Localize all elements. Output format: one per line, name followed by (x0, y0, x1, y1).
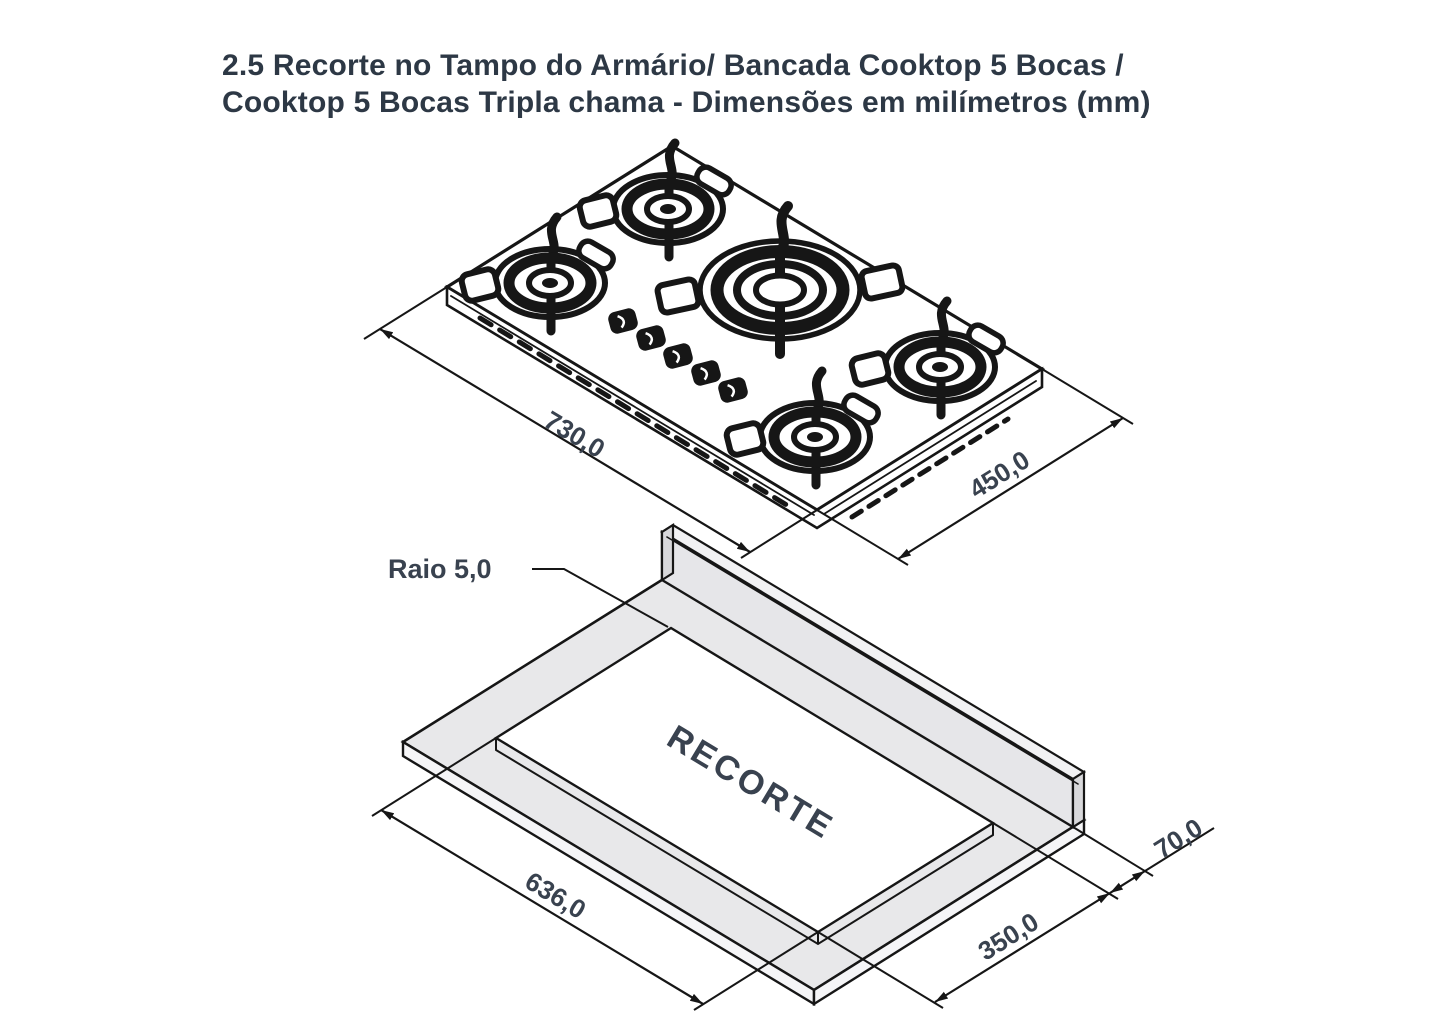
extension-line (816, 509, 909, 566)
dimension-70: 70,0 (1072, 812, 1215, 894)
extension-line (992, 822, 1119, 900)
extension-line (740, 509, 818, 559)
extension-line (1041, 368, 1134, 425)
page-title: 2.5 Recorte no Tampo do Armário/ Bancada… (222, 47, 1292, 121)
extension-line (1072, 826, 1154, 877)
cutout-inner-walls (495, 737, 994, 946)
title-line-2: Cooktop 5 Bocas Tripla chama - Dimensões… (222, 86, 1151, 119)
extension-line (371, 737, 497, 817)
radius-leader-line (532, 568, 669, 628)
wall-right-cap (1071, 769, 1086, 830)
cooktop-drawing: 730,0 450,0 (363, 143, 1134, 566)
cooktop-width-label: 730,0 (539, 405, 610, 464)
dimension-line (934, 892, 1111, 1003)
title-line-1: 2.5 Recorte no Tampo do Armário/ Bancada… (222, 49, 1124, 82)
dimension-line (1109, 870, 1146, 894)
dimension-line (380, 809, 704, 1005)
dimension-line (897, 417, 1124, 560)
radius-callout: Raio 5,0 (388, 554, 669, 628)
wall-clearance-label: 70,0 (1149, 812, 1208, 864)
wall-left-cap (660, 522, 675, 583)
radius-label: Raio 5,0 (388, 554, 492, 584)
extension-line (817, 931, 944, 1009)
extension-line (693, 931, 819, 1011)
overshoot-line (1144, 827, 1215, 872)
countertop-drawing: RECORTE Raio 5,0 636,0 350,0 (371, 522, 1215, 1011)
extension-line (363, 286, 448, 340)
wall-top-inner-line (666, 536, 1079, 785)
backsplash-wall (659, 522, 1087, 830)
dimension-line (379, 328, 751, 553)
